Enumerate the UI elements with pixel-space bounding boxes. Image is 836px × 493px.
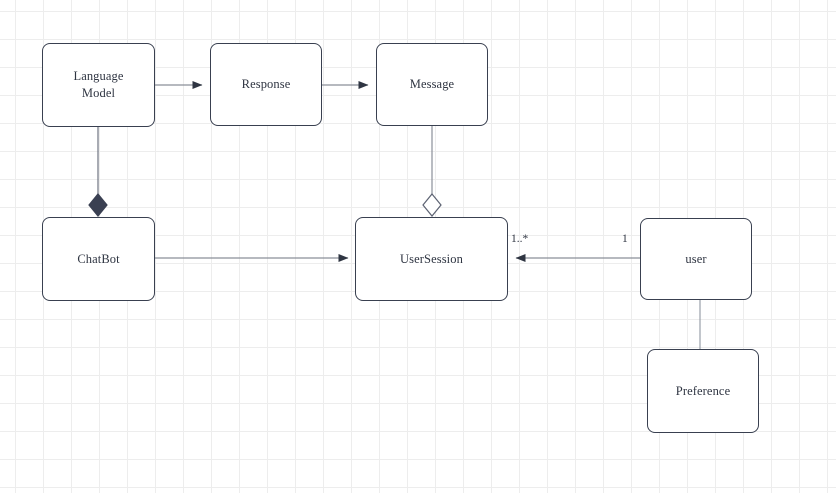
node-label-language-model: Language Model: [73, 69, 124, 100]
node-label-message: Message: [409, 77, 455, 92]
edge-language-model-to-chatbot: [88, 127, 108, 217]
node-message[interactable]: Message: [376, 43, 488, 126]
multiplicity-label-usersession: 1..*: [511, 233, 529, 245]
node-chatbot[interactable]: ChatBot: [42, 217, 155, 301]
node-label-user: user: [685, 251, 707, 266]
node-label-preference: Preference: [675, 383, 731, 398]
node-response[interactable]: Response: [210, 43, 322, 126]
node-label-response: Response: [241, 77, 291, 92]
edge-message-to-usersession: [422, 126, 442, 217]
multiplicity-label-user: 1: [622, 233, 628, 245]
node-preference[interactable]: Preference: [647, 349, 759, 433]
composition-diamond-icon: [88, 193, 108, 217]
node-label-chatbot: ChatBot: [77, 251, 120, 266]
aggregation-diamond-icon: [422, 193, 442, 217]
node-usersession[interactable]: UserSession: [355, 217, 508, 301]
node-language-model[interactable]: Language Model: [42, 43, 155, 127]
node-label-usersession: UserSession: [400, 251, 463, 266]
node-user[interactable]: user: [640, 218, 752, 300]
